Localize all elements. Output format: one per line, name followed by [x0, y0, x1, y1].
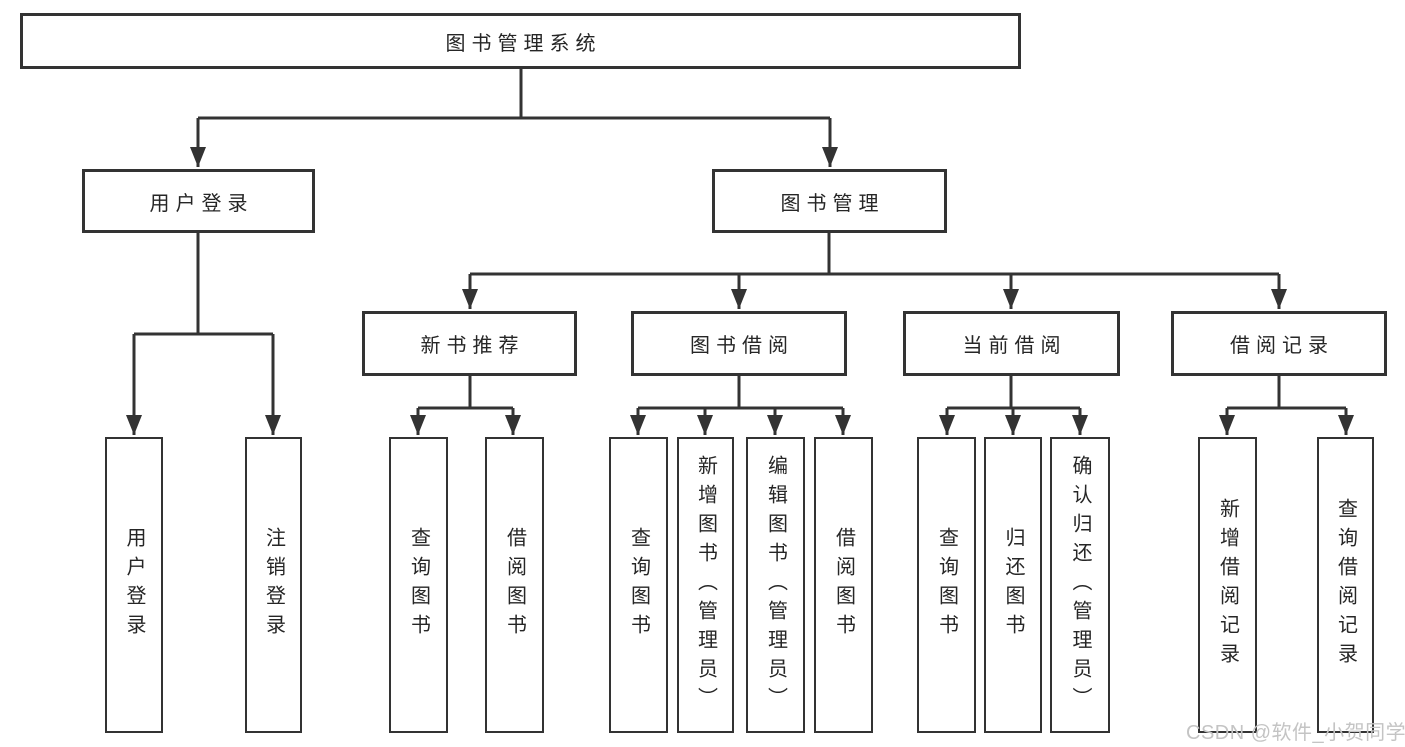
node-borrow-records: 借阅记录	[1171, 311, 1387, 376]
node-book-borrow: 图书借阅	[631, 311, 847, 376]
node-book-management-label: 图书管理	[780, 192, 885, 215]
leaf-nb-borrow-books: 借阅图书	[485, 437, 544, 733]
leaf-br-query-record: 查询借阅记录	[1317, 437, 1374, 733]
leaf-nb-query-books: 查询图书	[389, 437, 448, 733]
node-root: 图书管理系统	[20, 13, 1021, 69]
node-borrow-records-label: 借阅记录	[1230, 335, 1334, 357]
leaf-cb-return-books: 归还图书	[984, 437, 1042, 733]
leaf-bb-add-books-admin: 新增图书（管理员）	[677, 437, 734, 733]
leaf-user-login: 用户登录	[105, 437, 163, 733]
leaf-cb-confirm-return-admin: 确认归还（管理员）	[1050, 437, 1110, 733]
leaf-bb-borrow-books: 借阅图书	[814, 437, 873, 733]
node-new-book-recommend: 新书推荐	[362, 311, 577, 376]
watermark: CSDN @软件_小贺同学	[1186, 722, 1405, 744]
node-user-login: 用户登录	[82, 169, 315, 233]
leaf-bb-edit-books-admin: 编辑图书（管理员）	[746, 437, 805, 733]
node-book-management: 图书管理	[712, 169, 947, 233]
leaf-bb-query-books: 查询图书	[609, 437, 668, 733]
leaf-logout: 注销登录	[245, 437, 302, 733]
node-book-borrow-label: 图书借阅	[690, 335, 794, 357]
node-root-label: 图书管理系统	[445, 32, 602, 55]
node-user-login-label: 用户登录	[149, 192, 254, 215]
node-new-book-recommend-label: 新书推荐	[420, 335, 525, 357]
node-current-borrow-label: 当前借阅	[962, 335, 1067, 357]
leaf-cb-query-books: 查询图书	[917, 437, 976, 733]
leaf-br-add-record: 新增借阅记录	[1198, 437, 1257, 733]
node-current-borrow: 当前借阅	[903, 311, 1120, 376]
